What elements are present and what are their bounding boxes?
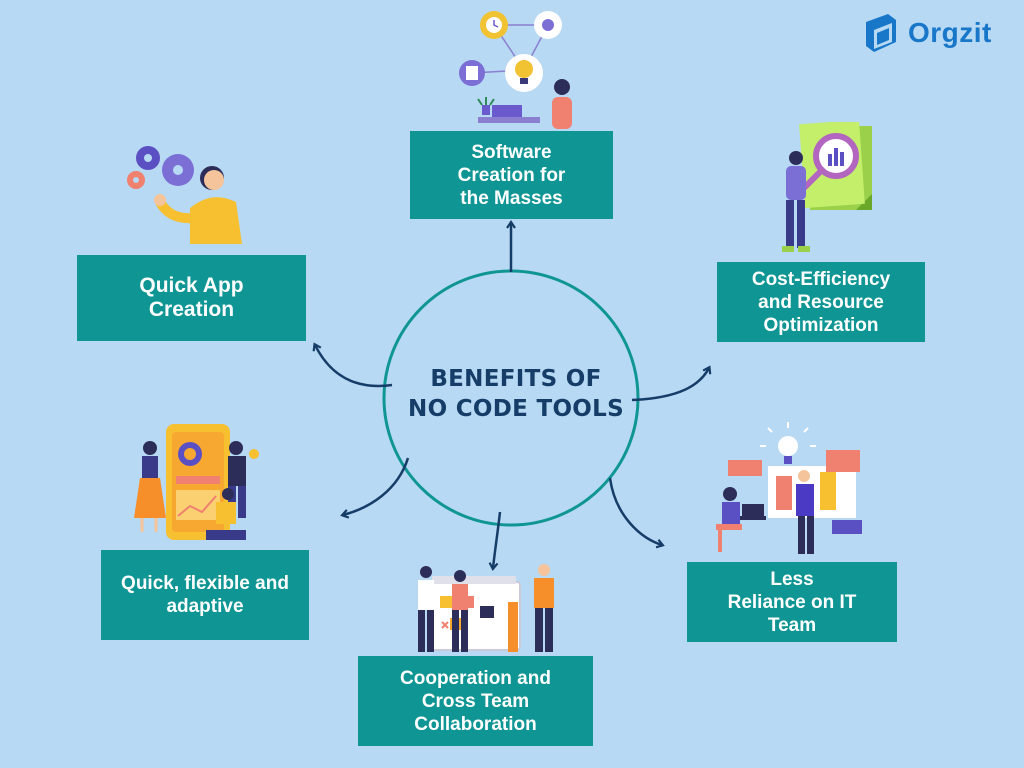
orgzit-logo[interactable]: Orgzit xyxy=(862,12,992,54)
person-gears-illustration xyxy=(127,146,242,244)
arrow-less-reliance xyxy=(608,477,665,549)
benefit-box-cost-efficiency: Cost-Efficiency and Resource Optimizatio… xyxy=(717,262,925,342)
benefit-label: Quick, flexible and adaptive xyxy=(121,573,289,617)
benefit-label: Cost-Efficiency and Resource Optimizatio… xyxy=(751,268,891,336)
arrow-cooperation xyxy=(488,511,502,571)
person-magnifier-report-illustration xyxy=(782,122,872,252)
arrow-quick-app xyxy=(312,342,393,388)
orgzit-logo-text: Orgzit xyxy=(908,17,992,48)
people-phone-dashboard-illustration xyxy=(134,424,259,540)
benefit-box-quick-flexible: Quick, flexible and adaptive xyxy=(101,550,309,640)
benefit-box-quick-app: Quick App Creation xyxy=(77,255,306,341)
benefit-box-cooperation: Cooperation and Cross Team Collaboration xyxy=(358,656,593,746)
benefit-label: Cooperation and Cross Team Collaboration xyxy=(400,667,551,735)
arrow-quick-flexible xyxy=(340,457,410,519)
benefit-label: Quick App Creation xyxy=(139,274,244,321)
people-workspace-bulb-illustration xyxy=(716,422,862,554)
arrow-cost-efficiency xyxy=(631,365,712,402)
person-laptop-ideas-illustration xyxy=(459,11,572,129)
team-board-collaboration-illustration xyxy=(418,564,554,652)
orgzit-logo-icon xyxy=(866,14,896,52)
benefit-label: Less Reliance on IT Team xyxy=(727,568,857,636)
benefit-box-less-reliance: Less Reliance on IT Team xyxy=(687,562,897,642)
benefit-box-software-creation: Software Creation for the Masses xyxy=(410,131,613,219)
center-title: BENEFITS OF NO CODE TOOLS xyxy=(408,366,624,422)
benefit-label: Software Creation for the Masses xyxy=(457,141,566,209)
